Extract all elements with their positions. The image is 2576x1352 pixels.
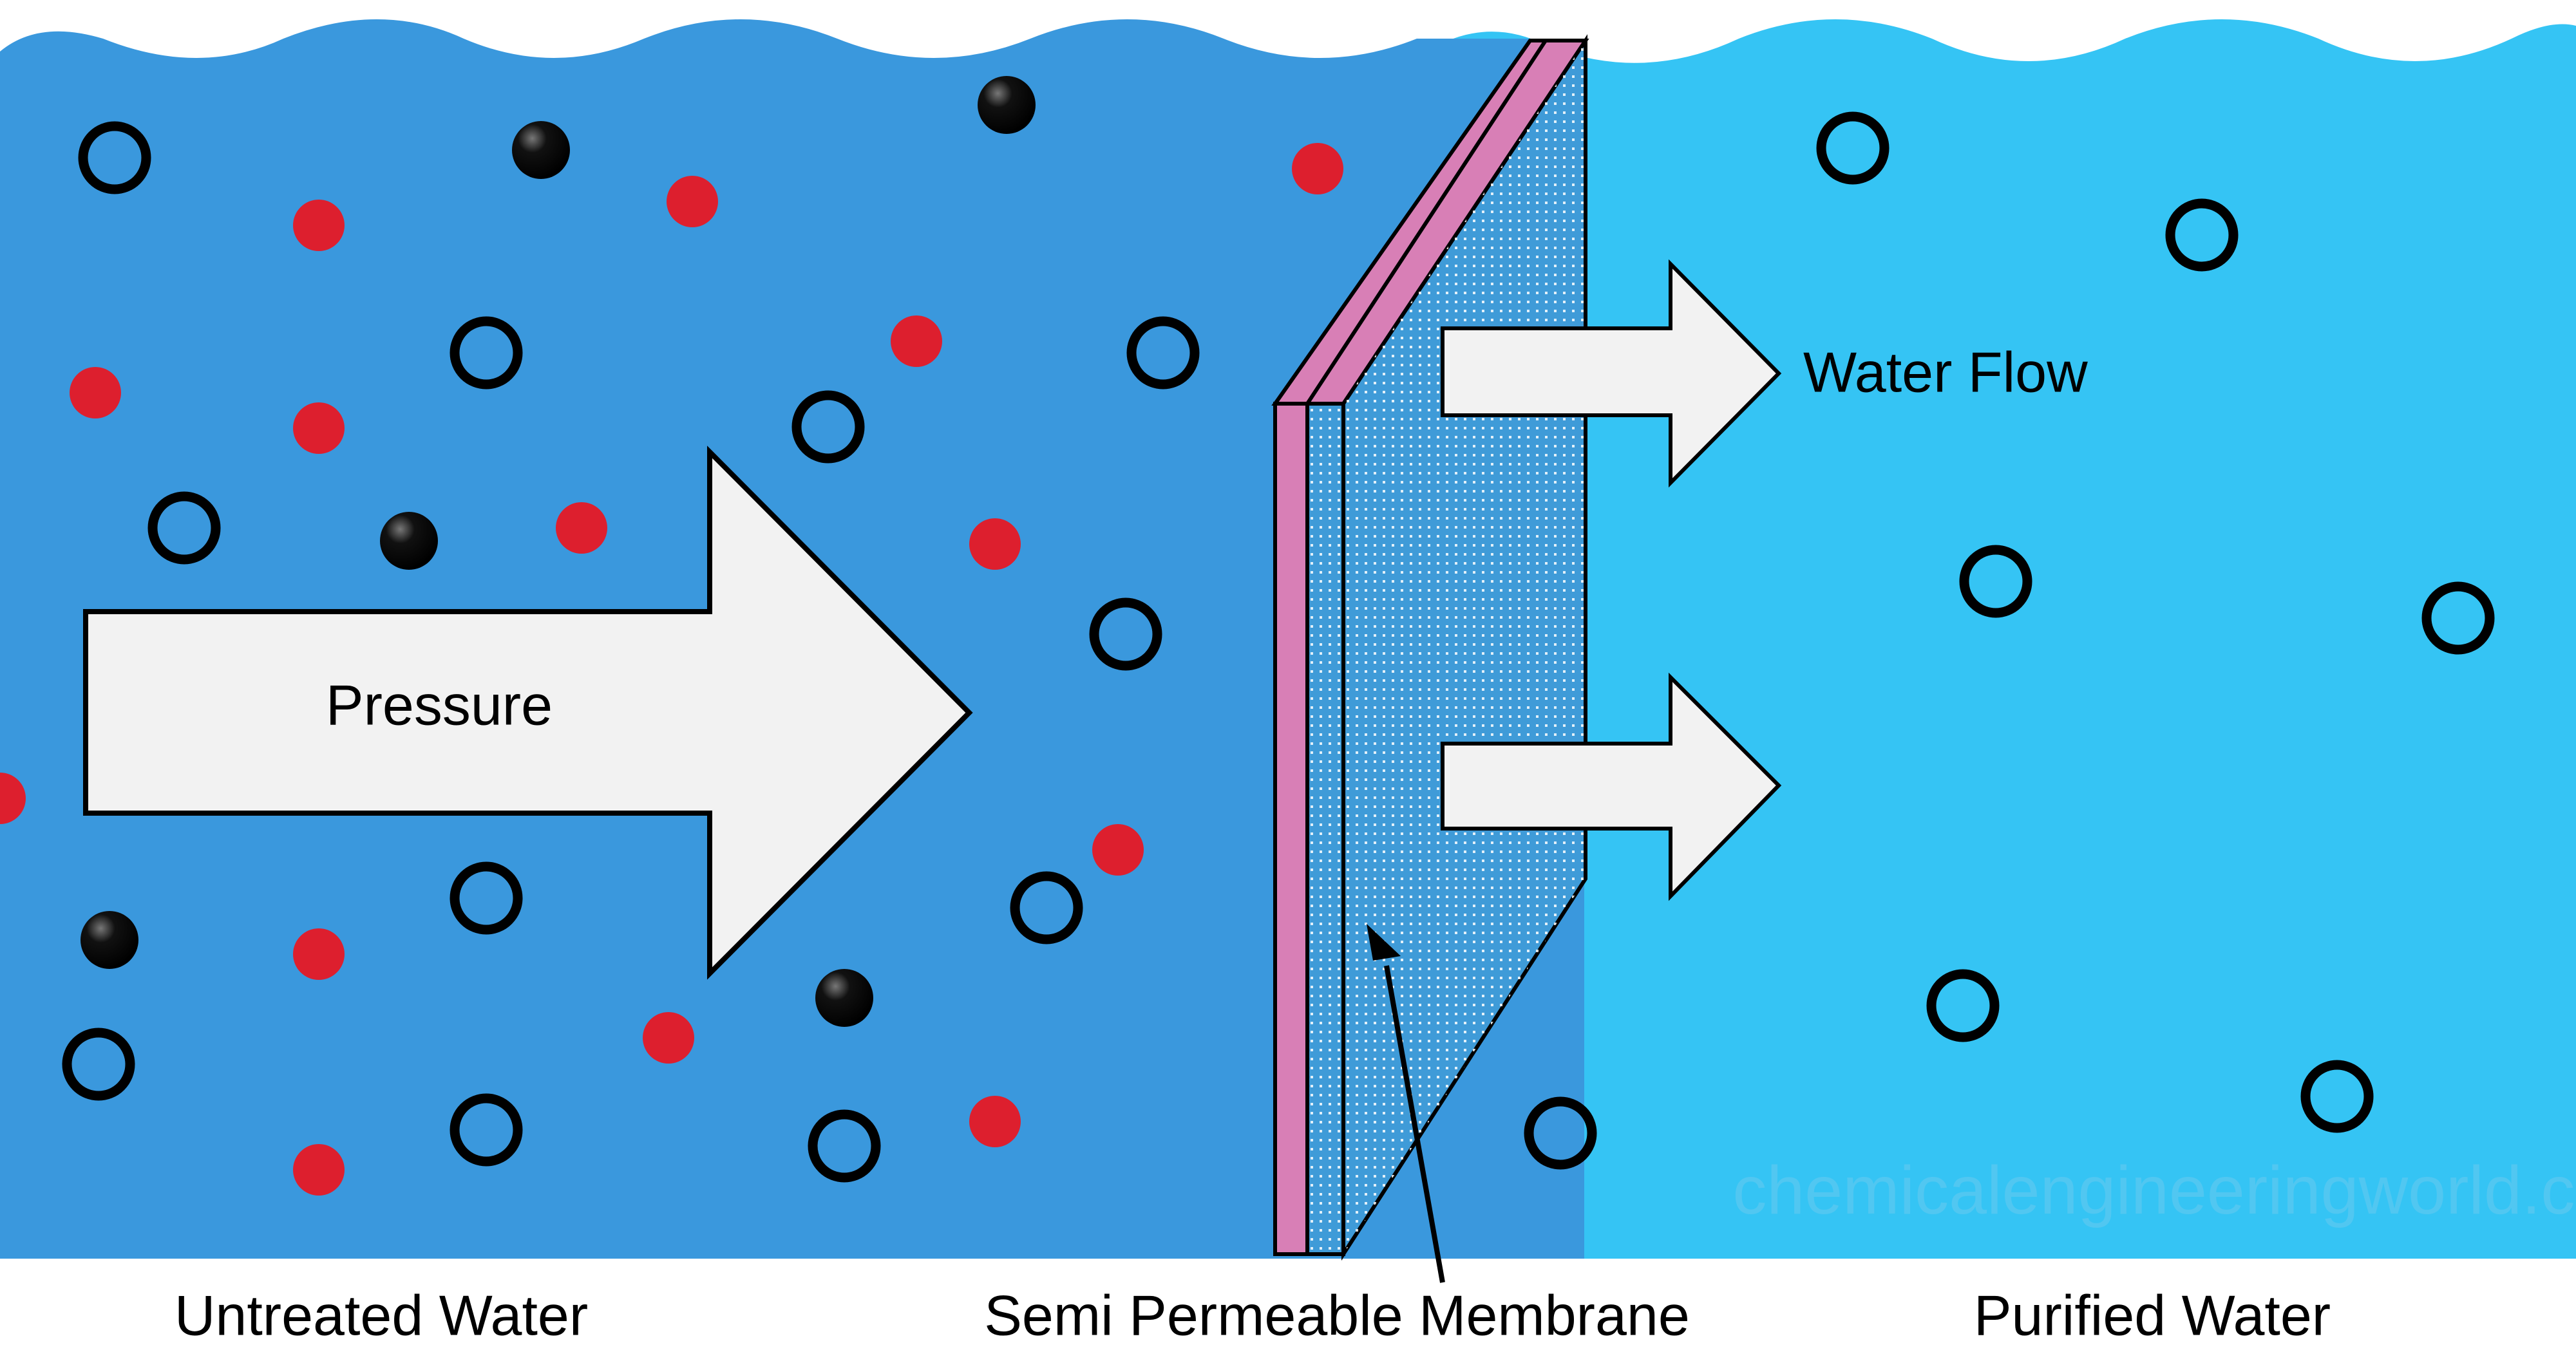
solid-particle	[512, 121, 570, 179]
water-molecule	[1926, 969, 2000, 1042]
salt-particle	[293, 928, 345, 980]
salt-particle	[293, 1144, 345, 1196]
solid-particle	[380, 512, 438, 570]
salt-particle	[556, 502, 607, 554]
salt-particle	[667, 176, 718, 227]
water-molecule	[2300, 1060, 2374, 1133]
membrane-front-pores	[1307, 404, 1343, 1254]
water-flow-arrow-top	[1441, 259, 1782, 488]
water-molecule	[1126, 316, 1200, 390]
salt-particle	[0, 773, 26, 824]
salt-particle	[293, 200, 345, 251]
water-molecule	[1010, 871, 1083, 944]
pressure-arrow	[83, 446, 973, 980]
solid-particle	[978, 76, 1036, 134]
membrane-pink-layer	[1273, 402, 1309, 1256]
salt-particle	[1292, 143, 1343, 194]
water-molecule	[450, 1093, 523, 1167]
solid-particle	[80, 911, 138, 969]
salt-particle	[293, 402, 345, 454]
water-molecule	[2421, 581, 2495, 655]
salt-particle	[969, 1096, 1021, 1147]
salt-particle	[891, 315, 942, 367]
membrane-pointer-head	[1367, 924, 1401, 961]
watermark: chemicalengineeringworld.com	[1732, 1152, 2576, 1228]
water-molecule	[62, 1028, 135, 1101]
water-molecule	[2165, 198, 2239, 272]
purified-water-region	[1417, 19, 2576, 1259]
membrane-edge-line	[1305, 39, 1548, 405]
salt-particle	[1092, 824, 1144, 876]
untreated-water-caption: Untreated Water	[175, 1283, 588, 1347]
salt-particle	[70, 367, 121, 418]
salt-particle	[969, 518, 1021, 570]
water-molecules	[62, 111, 2495, 1183]
membrane-pointer-line	[1384, 965, 1445, 1283]
water-molecule	[791, 390, 865, 464]
water-molecule	[1524, 1096, 1597, 1170]
water-molecule	[1959, 545, 2032, 618]
purified-water-caption: Purified Water	[1974, 1283, 2331, 1347]
solid-particles	[80, 76, 1036, 1027]
water-molecule	[450, 861, 523, 935]
membrane-caption: Semi Permeable Membrane	[984, 1283, 1690, 1347]
water-molecule	[147, 491, 221, 565]
solid-particle	[815, 969, 873, 1027]
water-molecule	[78, 121, 151, 194]
water-molecule	[808, 1109, 881, 1183]
salt-particle	[643, 1012, 694, 1064]
water-molecule	[450, 316, 523, 390]
pressure-label: Pressure	[326, 673, 553, 737]
water-molecule	[1816, 111, 1889, 185]
water-flow-arrow-bottom	[1441, 672, 1782, 901]
water-flow-label: Water Flow	[1803, 340, 2088, 404]
water-molecule	[1089, 597, 1162, 671]
salt-particles	[0, 143, 1343, 1196]
